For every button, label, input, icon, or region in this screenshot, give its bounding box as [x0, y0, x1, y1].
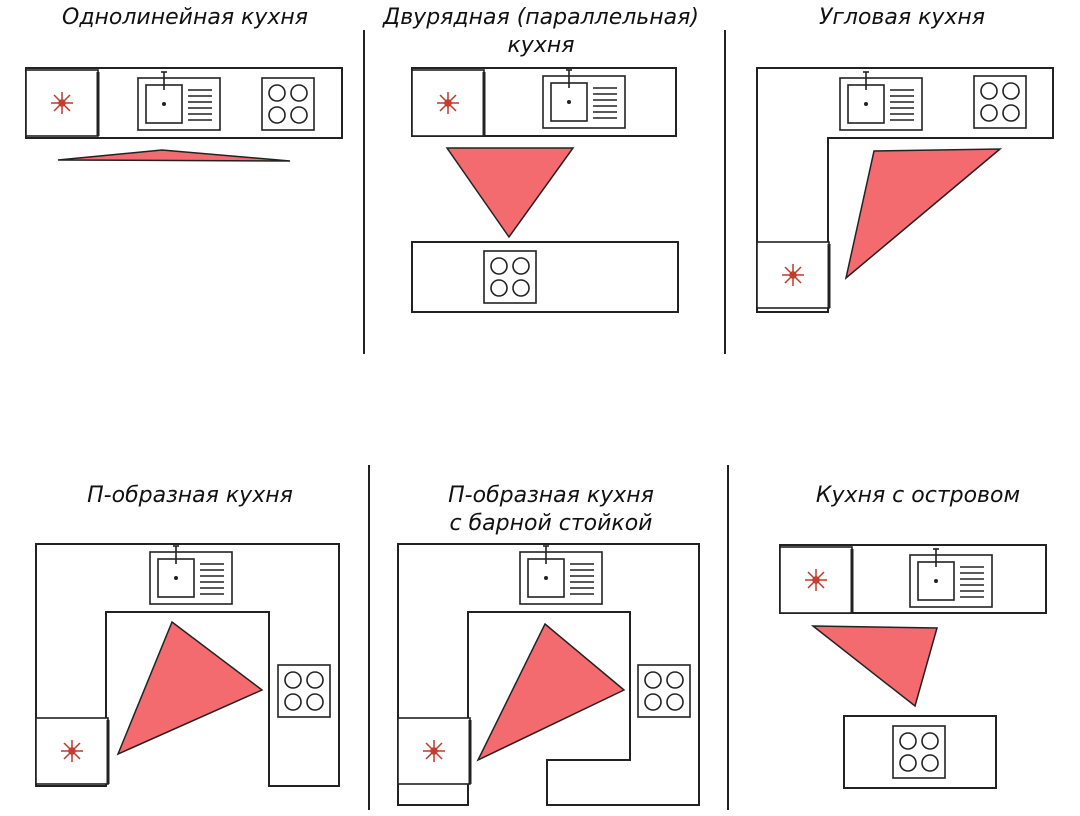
counter-bottom — [411, 241, 679, 313]
stove-icon — [277, 664, 331, 718]
stove-icon — [973, 75, 1027, 129]
sink-icon — [909, 548, 993, 608]
layout-single-line — [24, 67, 343, 162]
layout-u-shape — [34, 543, 340, 787]
title-u-bar-line2: с барной стойкой — [450, 511, 653, 536]
layout-u-bar — [396, 543, 700, 806]
stove-icon — [637, 664, 691, 718]
fridge-snowflake-icon — [396, 716, 472, 786]
stove-icon — [261, 77, 315, 131]
sink-icon — [519, 545, 603, 605]
fridge-snowflake-icon — [755, 240, 831, 310]
layout-island — [778, 544, 1047, 789]
sink-icon — [542, 69, 626, 129]
title-single-line: Однолинейная кухня — [62, 5, 308, 30]
work-triangle — [57, 149, 291, 162]
sink-icon — [137, 71, 221, 131]
counter — [397, 543, 700, 806]
counter — [756, 67, 1054, 313]
work-triangle — [445, 147, 575, 239]
layout-parallel — [410, 67, 679, 313]
title-parallel-line1: Двурядная (параллельная) — [382, 5, 699, 30]
fridge-snowflake-icon — [34, 716, 110, 786]
title-u-bar-line1: П-образная кухня — [448, 483, 654, 508]
layout-corner — [755, 67, 1054, 313]
work-triangle — [116, 620, 264, 756]
sink-icon — [839, 71, 923, 131]
work-triangle — [844, 148, 1003, 280]
work-triangle — [476, 622, 626, 762]
fridge-snowflake-icon — [24, 68, 100, 138]
title-parallel-line2: кухня — [508, 33, 575, 58]
stove-icon — [892, 725, 946, 779]
title-u-shape: П-образная кухня — [87, 483, 293, 508]
counter — [35, 543, 340, 787]
work-triangle — [810, 625, 938, 708]
fridge-snowflake-icon — [410, 68, 486, 138]
fridge-snowflake-icon — [778, 545, 854, 615]
stove-icon — [483, 250, 537, 304]
title-corner: Угловая кухня — [819, 5, 985, 30]
sink-icon — [149, 545, 233, 605]
title-island: Кухня с островом — [816, 483, 1020, 508]
